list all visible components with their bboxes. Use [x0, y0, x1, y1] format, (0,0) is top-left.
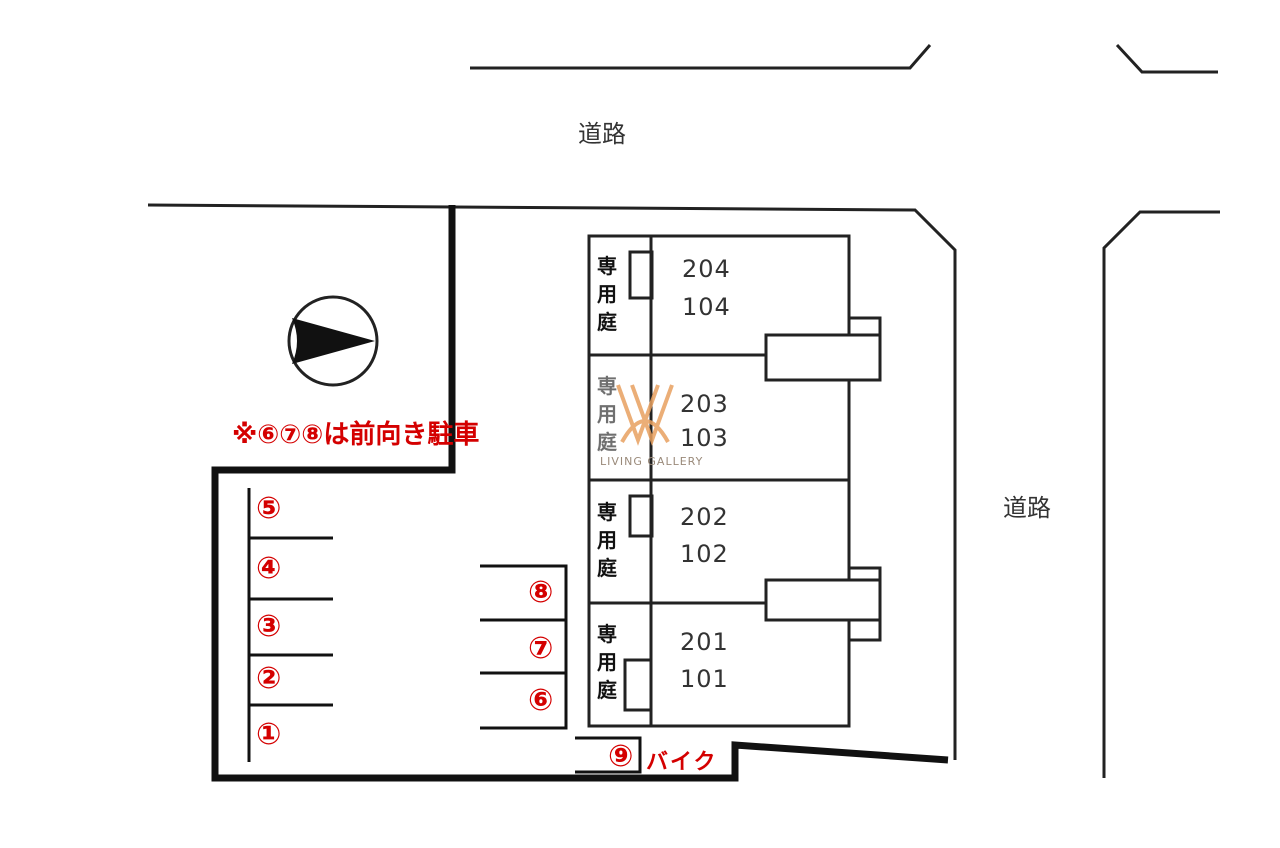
parking-slot-6: ⑥ — [528, 683, 554, 718]
private-garden-label: 専用庭 — [597, 500, 617, 580]
parking-slot-4: ④ — [256, 551, 282, 586]
watermark-logo — [616, 384, 674, 446]
parking-slot-5: ⑤ — [256, 491, 282, 526]
road-edge-top — [470, 43, 1218, 74]
unit-number: 204 — [682, 255, 731, 283]
unit-number: 201 — [680, 628, 729, 656]
parking-slot-9: ⑨ — [608, 739, 634, 774]
boundary-wall — [211, 205, 949, 782]
unit-number: 104 — [682, 293, 731, 321]
property-line — [147, 203, 957, 760]
building — [587, 234, 882, 728]
north-arrow-icon — [287, 295, 379, 387]
road-label-top: 道路 — [578, 120, 626, 148]
parking-slot-7: ⑦ — [528, 631, 554, 666]
parking-slot-2: ② — [256, 661, 282, 696]
watermark-text: LIVING GALLERY — [600, 455, 704, 468]
unit-number: 101 — [680, 665, 729, 693]
private-garden-label: 専用庭 — [597, 374, 617, 454]
bike-label: バイク — [646, 750, 718, 775]
parking-slot-8: ⑧ — [528, 575, 554, 610]
unit-number: 203 — [680, 390, 729, 418]
parking-slot-3: ③ — [256, 609, 282, 644]
unit-number: 102 — [680, 540, 729, 568]
unit-number: 202 — [680, 503, 729, 531]
unit-number: 103 — [680, 424, 729, 452]
parking-note: ※⑥⑦⑧は前向き駐車 — [232, 420, 480, 450]
private-garden-label: 専用庭 — [597, 254, 617, 334]
parking-lines-right — [480, 564, 642, 774]
road-edge-right — [1102, 210, 1220, 778]
road-label-right: 道路 — [1003, 494, 1051, 522]
parking-lines-left — [247, 488, 333, 762]
parking-slot-1: ① — [256, 717, 282, 752]
private-garden-label: 専用庭 — [597, 622, 617, 702]
